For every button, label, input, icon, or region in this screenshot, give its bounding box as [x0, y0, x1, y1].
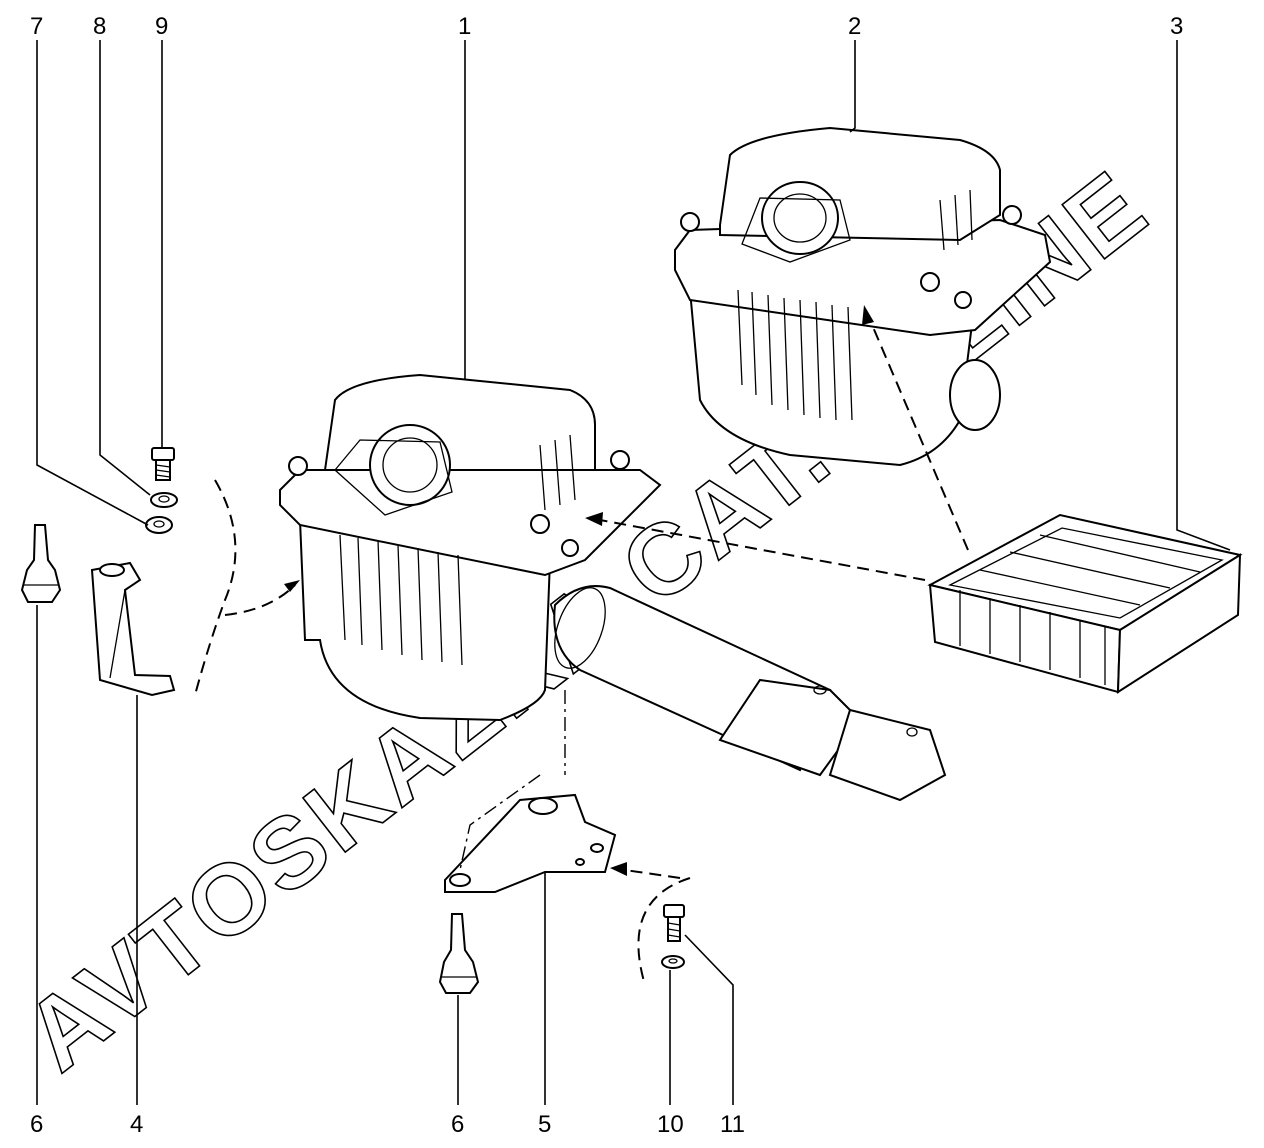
bolt-9	[151, 447, 175, 481]
callout-6-left: 6	[30, 1111, 43, 1138]
callout-6-bottom: 6	[451, 1111, 464, 1138]
callout-1: 1	[458, 13, 471, 40]
callout-11: 11	[720, 1111, 745, 1138]
callout-5: 5	[538, 1111, 551, 1138]
air-filter-housing-upper	[674, 126, 1052, 467]
washer-10	[661, 955, 685, 969]
washer-8	[150, 492, 178, 508]
callout-2: 2	[848, 13, 861, 40]
rubber-mount-left	[20, 524, 62, 603]
rubber-mount-bottom	[438, 913, 480, 994]
air-filter-assembly	[279, 373, 947, 802]
callout-7: 7	[30, 13, 43, 40]
callout-4: 4	[130, 1111, 143, 1138]
mounting-bracket	[444, 793, 617, 893]
filter-element	[927, 513, 1243, 694]
washer-7	[145, 516, 173, 534]
callout-3: 3	[1170, 13, 1183, 40]
bolt-11	[663, 904, 685, 942]
assembly-lines	[194, 305, 969, 986]
callout-10: 10	[657, 1111, 684, 1138]
callout-9: 9	[155, 13, 168, 40]
leader-lines	[36, 40, 1231, 1105]
callout-8: 8	[93, 13, 106, 40]
support-bracket	[90, 561, 176, 697]
